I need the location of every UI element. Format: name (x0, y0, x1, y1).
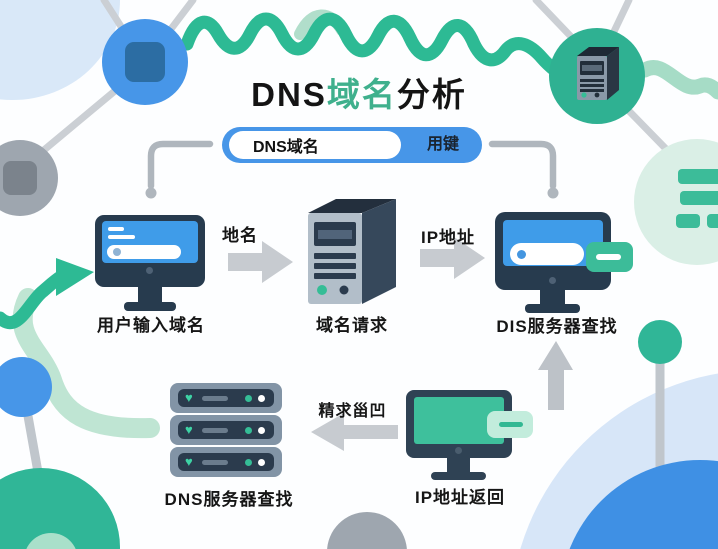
white-led (258, 426, 265, 434)
server-tower-icon (308, 199, 396, 304)
green-led (245, 426, 252, 434)
teal-arrow-head-icon (56, 258, 94, 296)
list-bar (707, 214, 718, 228)
donut-hole (24, 533, 78, 549)
teal-donut-blob (0, 468, 120, 549)
page-title: DNS域名分析 (0, 68, 718, 116)
rack-dash (201, 395, 228, 401)
rack-dash (201, 427, 228, 433)
connector-dot (145, 187, 157, 199)
button-dash (499, 422, 523, 427)
step-label-dns-server: DNS服务器查找 (164, 490, 294, 509)
button-dash (596, 254, 621, 260)
white-led (258, 458, 265, 466)
monitor-neck (138, 287, 162, 303)
flow-arrow-right-icon (228, 241, 293, 283)
screen-search-field (107, 245, 181, 259)
heart-icon: ♥ (185, 454, 193, 469)
wave-decoration (180, 12, 564, 79)
arrow-label-domain: 地名 (222, 226, 258, 245)
blue-dot-node (0, 357, 52, 417)
search-button[interactable]: 用键 (426, 136, 459, 153)
step-label-dns-lookup: DIS服务器查找 (496, 317, 618, 336)
rack-unit: ♥ (170, 447, 282, 477)
monitor-base (431, 472, 486, 480)
arrow-label-return: 精求甾凹 (318, 403, 387, 420)
network-node-list (634, 139, 718, 265)
title-prefix: DNS (251, 76, 327, 113)
pill-connector-left (147, 140, 214, 190)
bezel-dot (549, 277, 556, 284)
title-suffix: 分析 (396, 76, 467, 113)
monitor-base (525, 304, 580, 313)
arrow-label-ip: IP地址 (420, 228, 476, 247)
field-dot (517, 250, 526, 259)
screen-search-field (510, 243, 584, 265)
green-led (245, 458, 252, 466)
heart-icon: ♥ (185, 422, 193, 437)
step-label-domain-request: 域名请求 (316, 316, 388, 335)
teal-arrow-wave (0, 269, 69, 329)
rack-unit: ♥ (170, 383, 282, 413)
monitor-neck (447, 458, 470, 473)
title-highlight: 域名 (326, 76, 397, 113)
monitor-neck (540, 290, 565, 305)
step-label-ip-return: IP地址返回 (414, 488, 506, 507)
green-led (245, 394, 252, 402)
gray-blob-bottom (327, 512, 407, 549)
list-bar (680, 191, 718, 205)
chip-icon (3, 161, 37, 195)
network-node-gray (0, 140, 58, 216)
heart-icon: ♥ (185, 390, 193, 405)
pill-connector-right (488, 140, 557, 190)
step-label-user-input: 用户输入域名 (97, 316, 205, 335)
list-bar (678, 169, 718, 184)
menu-bar (108, 227, 124, 231)
white-led (258, 394, 265, 402)
field-dot (113, 248, 121, 256)
rack-dash (201, 459, 228, 465)
connector-dot (547, 187, 559, 199)
search-query-text: DNS域名 (253, 139, 319, 156)
server-rack-icon: ♥ ♥ ♥ (170, 383, 282, 479)
server-tower-icon (577, 47, 619, 100)
rack-unit: ♥ (170, 415, 282, 445)
flow-arrow-up-icon (538, 341, 573, 410)
search-bar[interactable]: DNS域名 用键 (222, 127, 482, 163)
bezel-dot (146, 267, 153, 274)
bezel-dot (455, 447, 462, 454)
menu-bar (108, 235, 135, 239)
monitor-base (124, 302, 176, 311)
teal-dot-node (638, 320, 682, 364)
search-input[interactable]: DNS域名 (229, 131, 401, 159)
wave-accent (294, 9, 348, 40)
list-bar (676, 214, 700, 228)
